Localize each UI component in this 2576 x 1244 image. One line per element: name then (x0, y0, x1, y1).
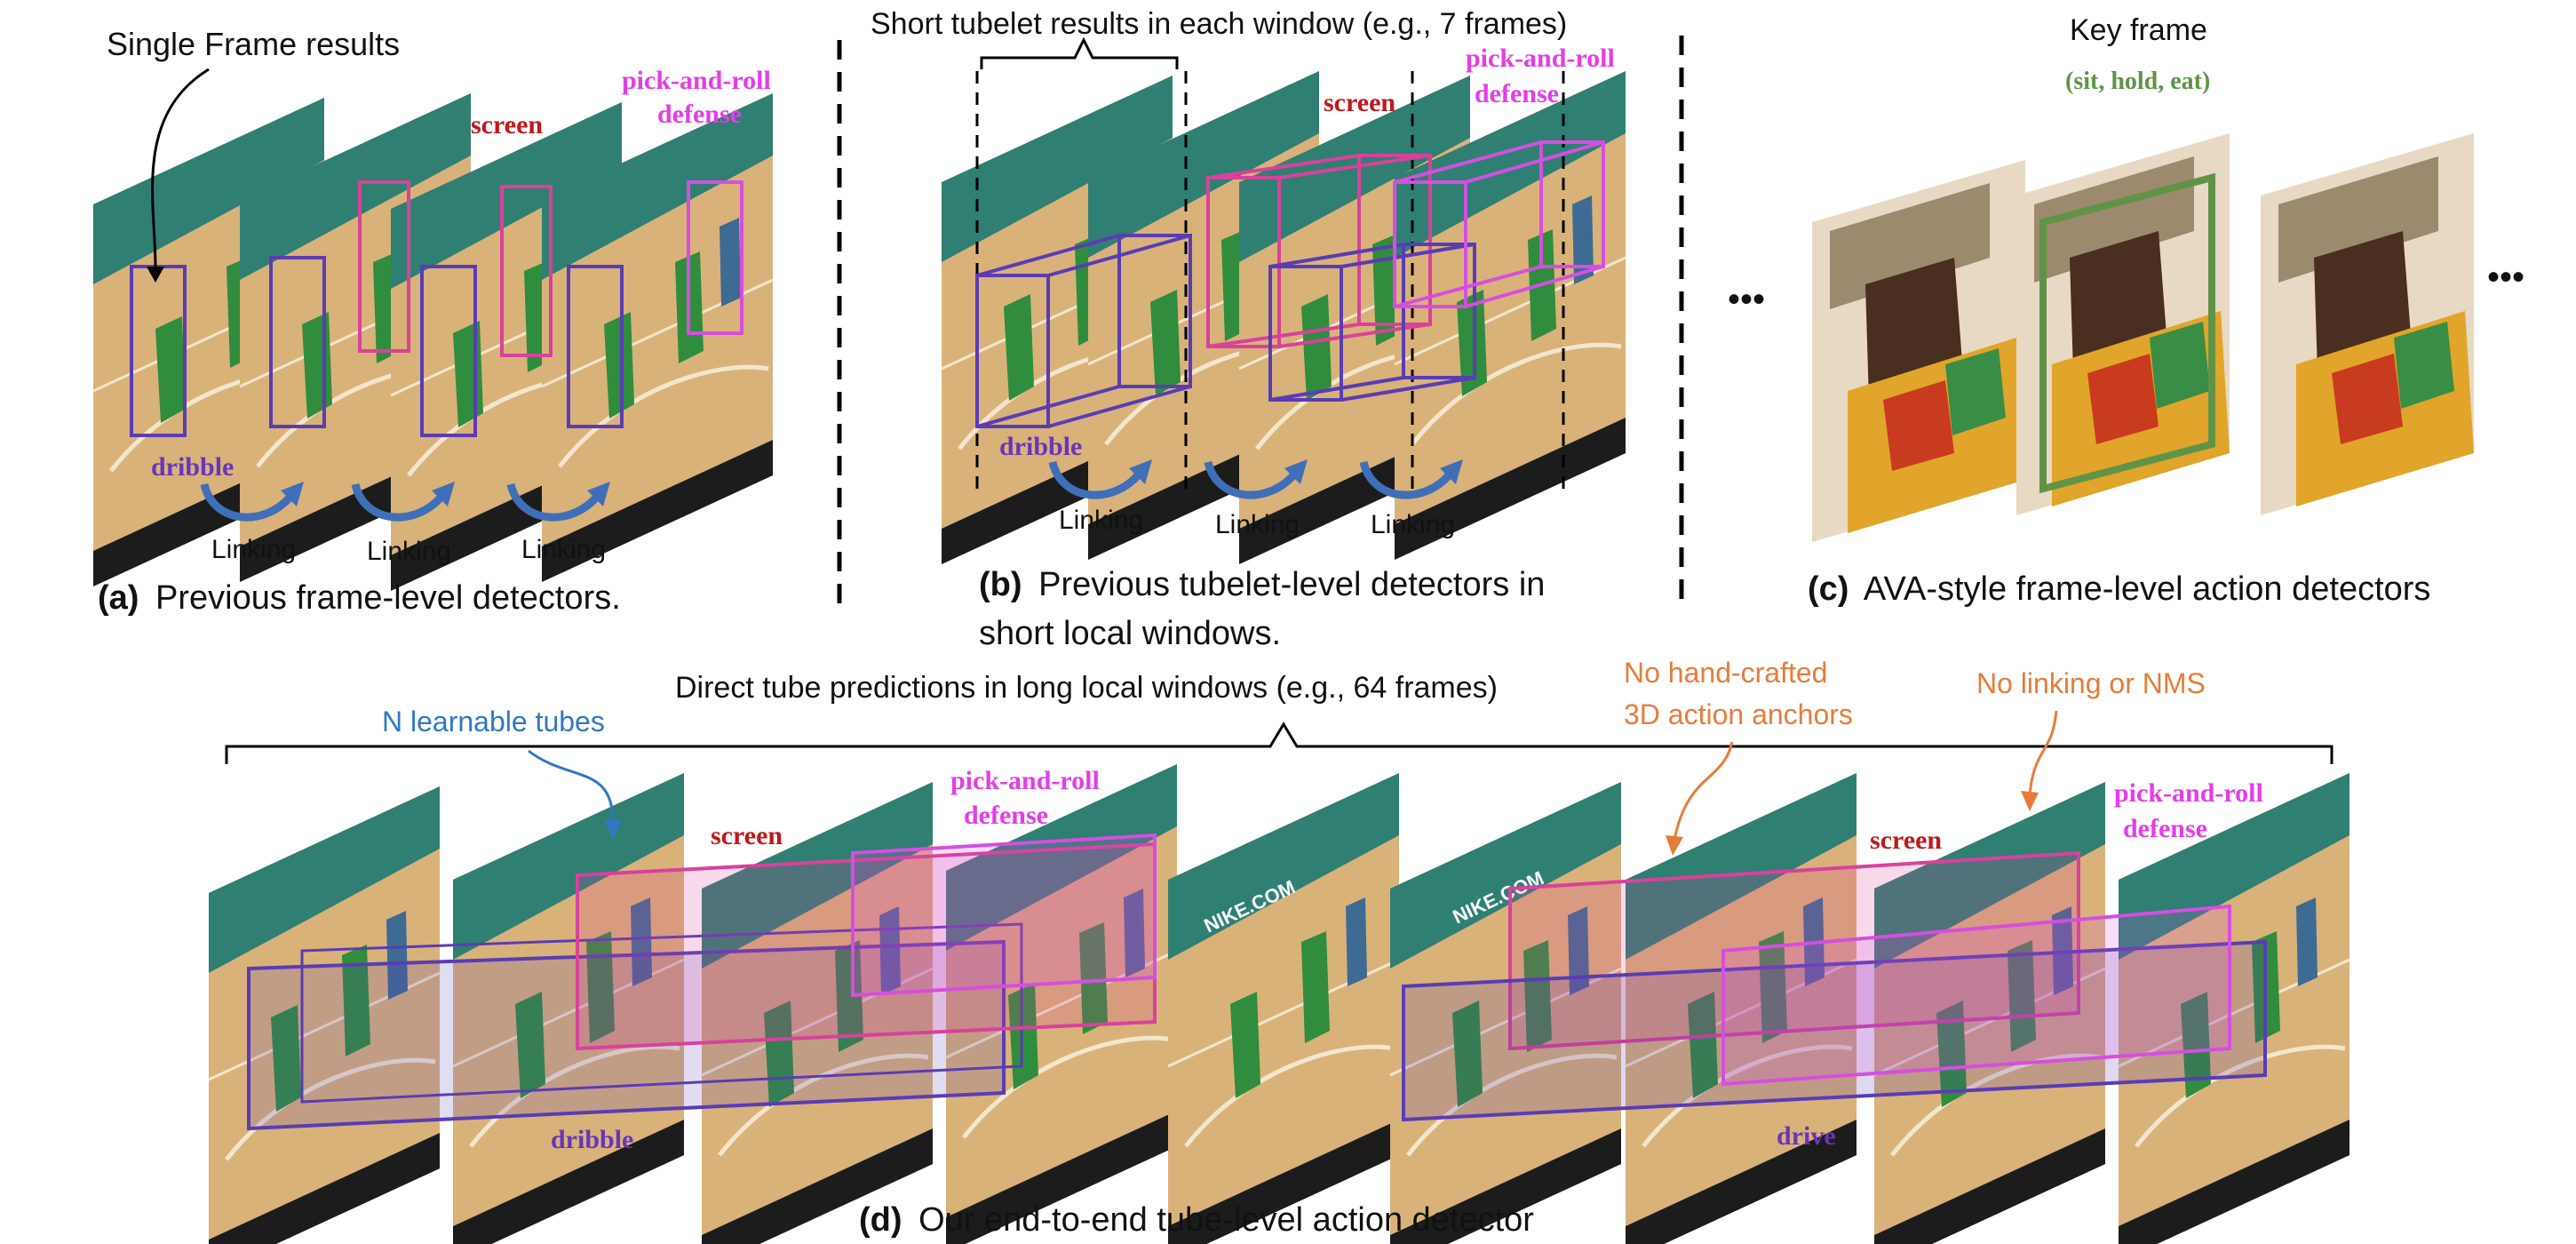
caption-letter: (d) (859, 1201, 902, 1239)
learnable-tube (1508, 850, 2080, 1051)
caption-c: (c) AVA-style frame-level action detecto… (1808, 570, 2430, 608)
label-pick-and-roll: pick-and-roll (622, 66, 771, 95)
window-bracket (980, 36, 1179, 69)
video-frame (2016, 133, 2230, 515)
arrowhead (1284, 459, 1308, 484)
label-learnable-tubes: N learnable tubes (382, 706, 605, 738)
label-defense: defense (657, 100, 742, 129)
label-drive: drive (1777, 1121, 1836, 1151)
label-linking: Linking (1059, 506, 1143, 535)
video-frame (1812, 160, 2025, 542)
callout-arrow (528, 749, 615, 823)
panel-d: Direct tube predictions in long local wi… (209, 657, 2349, 1244)
label-defense: defense (1475, 79, 1559, 108)
caption-b: (b) Previous tubelet-level detectors in (979, 566, 1545, 603)
window-bracket (225, 722, 2334, 764)
panel-a: Single Frame results screen pick-and-rol… (93, 26, 773, 617)
caption-letter: (b) (979, 566, 1022, 603)
label-screen: screen (471, 110, 543, 140)
caption-letter: (c) (1808, 570, 1849, 608)
arrowhead (2021, 791, 2039, 811)
label-no-anchors: 3D action anchors (1624, 698, 1853, 730)
detection-box (500, 185, 553, 357)
ellipsis-left: ••• (1728, 280, 1765, 319)
callout-arrow (2028, 710, 2058, 796)
caption-letter: (a) (98, 579, 139, 617)
tubelet (1393, 140, 1605, 308)
caption-text: Our end-to-end tube-level action detecto… (918, 1201, 1534, 1239)
callout-arrow (151, 68, 210, 267)
label-screen: screen (1324, 88, 1395, 117)
caption-d: (d) Our end-to-end tube-level action det… (859, 1201, 1534, 1239)
label-screen: screen (711, 821, 783, 850)
learnable-tube (851, 833, 1157, 998)
panel-c: Key frame (sit, hold, eat) ••• ••• (c) A… (1728, 13, 2524, 608)
video-frame (2261, 133, 2474, 515)
tubelet (975, 234, 1192, 428)
label-linking: Linking (367, 537, 451, 566)
key-frame-box (2039, 172, 2215, 494)
caption-text: Previous tubelet-level detectors in (1038, 566, 1545, 603)
arrowhead (1440, 459, 1463, 484)
panel-b: Short tubelet results in each window (e.… (871, 7, 1626, 652)
arrowhead (1666, 835, 1683, 856)
label-pick-and-roll: pick-and-roll (2114, 778, 2263, 808)
bracket-label: Short tubelet results in each window (e.… (871, 7, 1567, 41)
link-arc (1359, 460, 1456, 499)
key-frame-actions: (sit, hold, eat) (2065, 68, 2210, 95)
callout-single-frame: Single Frame results (107, 26, 400, 62)
label-linking: Linking (211, 535, 296, 564)
detection-box (269, 256, 326, 428)
label-pick-and-roll: pick-and-roll (1466, 44, 1615, 73)
link-arc (1204, 460, 1300, 499)
label-defense: defense (2123, 814, 2207, 843)
link-arc (200, 482, 297, 522)
learnable-tube-edge (300, 922, 1023, 1104)
arrowhead (604, 819, 622, 840)
label-defense: defense (964, 801, 1048, 830)
arrowhead (1129, 459, 1152, 484)
label-no-anchors: No hand-crafted (1624, 657, 1827, 689)
caption-text: AVA-style frame-level action detectors (1864, 570, 2431, 608)
arrowhead (432, 482, 455, 506)
learnable-tube (576, 841, 1157, 1051)
tubelet (1206, 154, 1432, 348)
link-arc (351, 482, 448, 522)
arrowhead (147, 267, 164, 283)
label-screen: screen (1870, 825, 1942, 855)
label-linking: Linking (521, 535, 606, 564)
label-dribble: dribble (999, 432, 1082, 461)
video-frame (1168, 773, 1399, 1244)
bracket-label: Direct tube predictions in long local wi… (675, 671, 1498, 705)
label-dribble: dribble (551, 1125, 633, 1154)
arrowhead (281, 482, 304, 506)
ellipsis-right: ••• (2487, 258, 2524, 297)
learnable-tube (1721, 904, 2231, 1087)
detection-box (420, 265, 477, 437)
label-dribble: dribble (151, 452, 234, 482)
tubelet (1268, 243, 1476, 402)
caption-a: (a) Previous frame-level detectors. (98, 579, 621, 617)
learnable-tube (1402, 939, 2267, 1122)
caption-text: Previous frame-level detectors. (155, 579, 621, 617)
label-pick-and-roll: pick-and-roll (950, 766, 1100, 795)
label-linking: Linking (1215, 510, 1300, 539)
caption-b-line2: short local windows. (979, 615, 1281, 652)
learnable-tube (247, 939, 1006, 1131)
callout-arrow (1673, 741, 1734, 841)
arrowhead (587, 482, 610, 506)
link-arc (1048, 460, 1145, 499)
key-frame-label: Key frame (2070, 13, 2207, 47)
detection-box (358, 180, 410, 353)
label-no-linking: No linking or NMS (1976, 667, 2206, 699)
label-linking: Linking (1371, 510, 1455, 539)
detection-box (687, 180, 743, 335)
detection-box (567, 265, 624, 428)
link-arc (506, 482, 603, 522)
